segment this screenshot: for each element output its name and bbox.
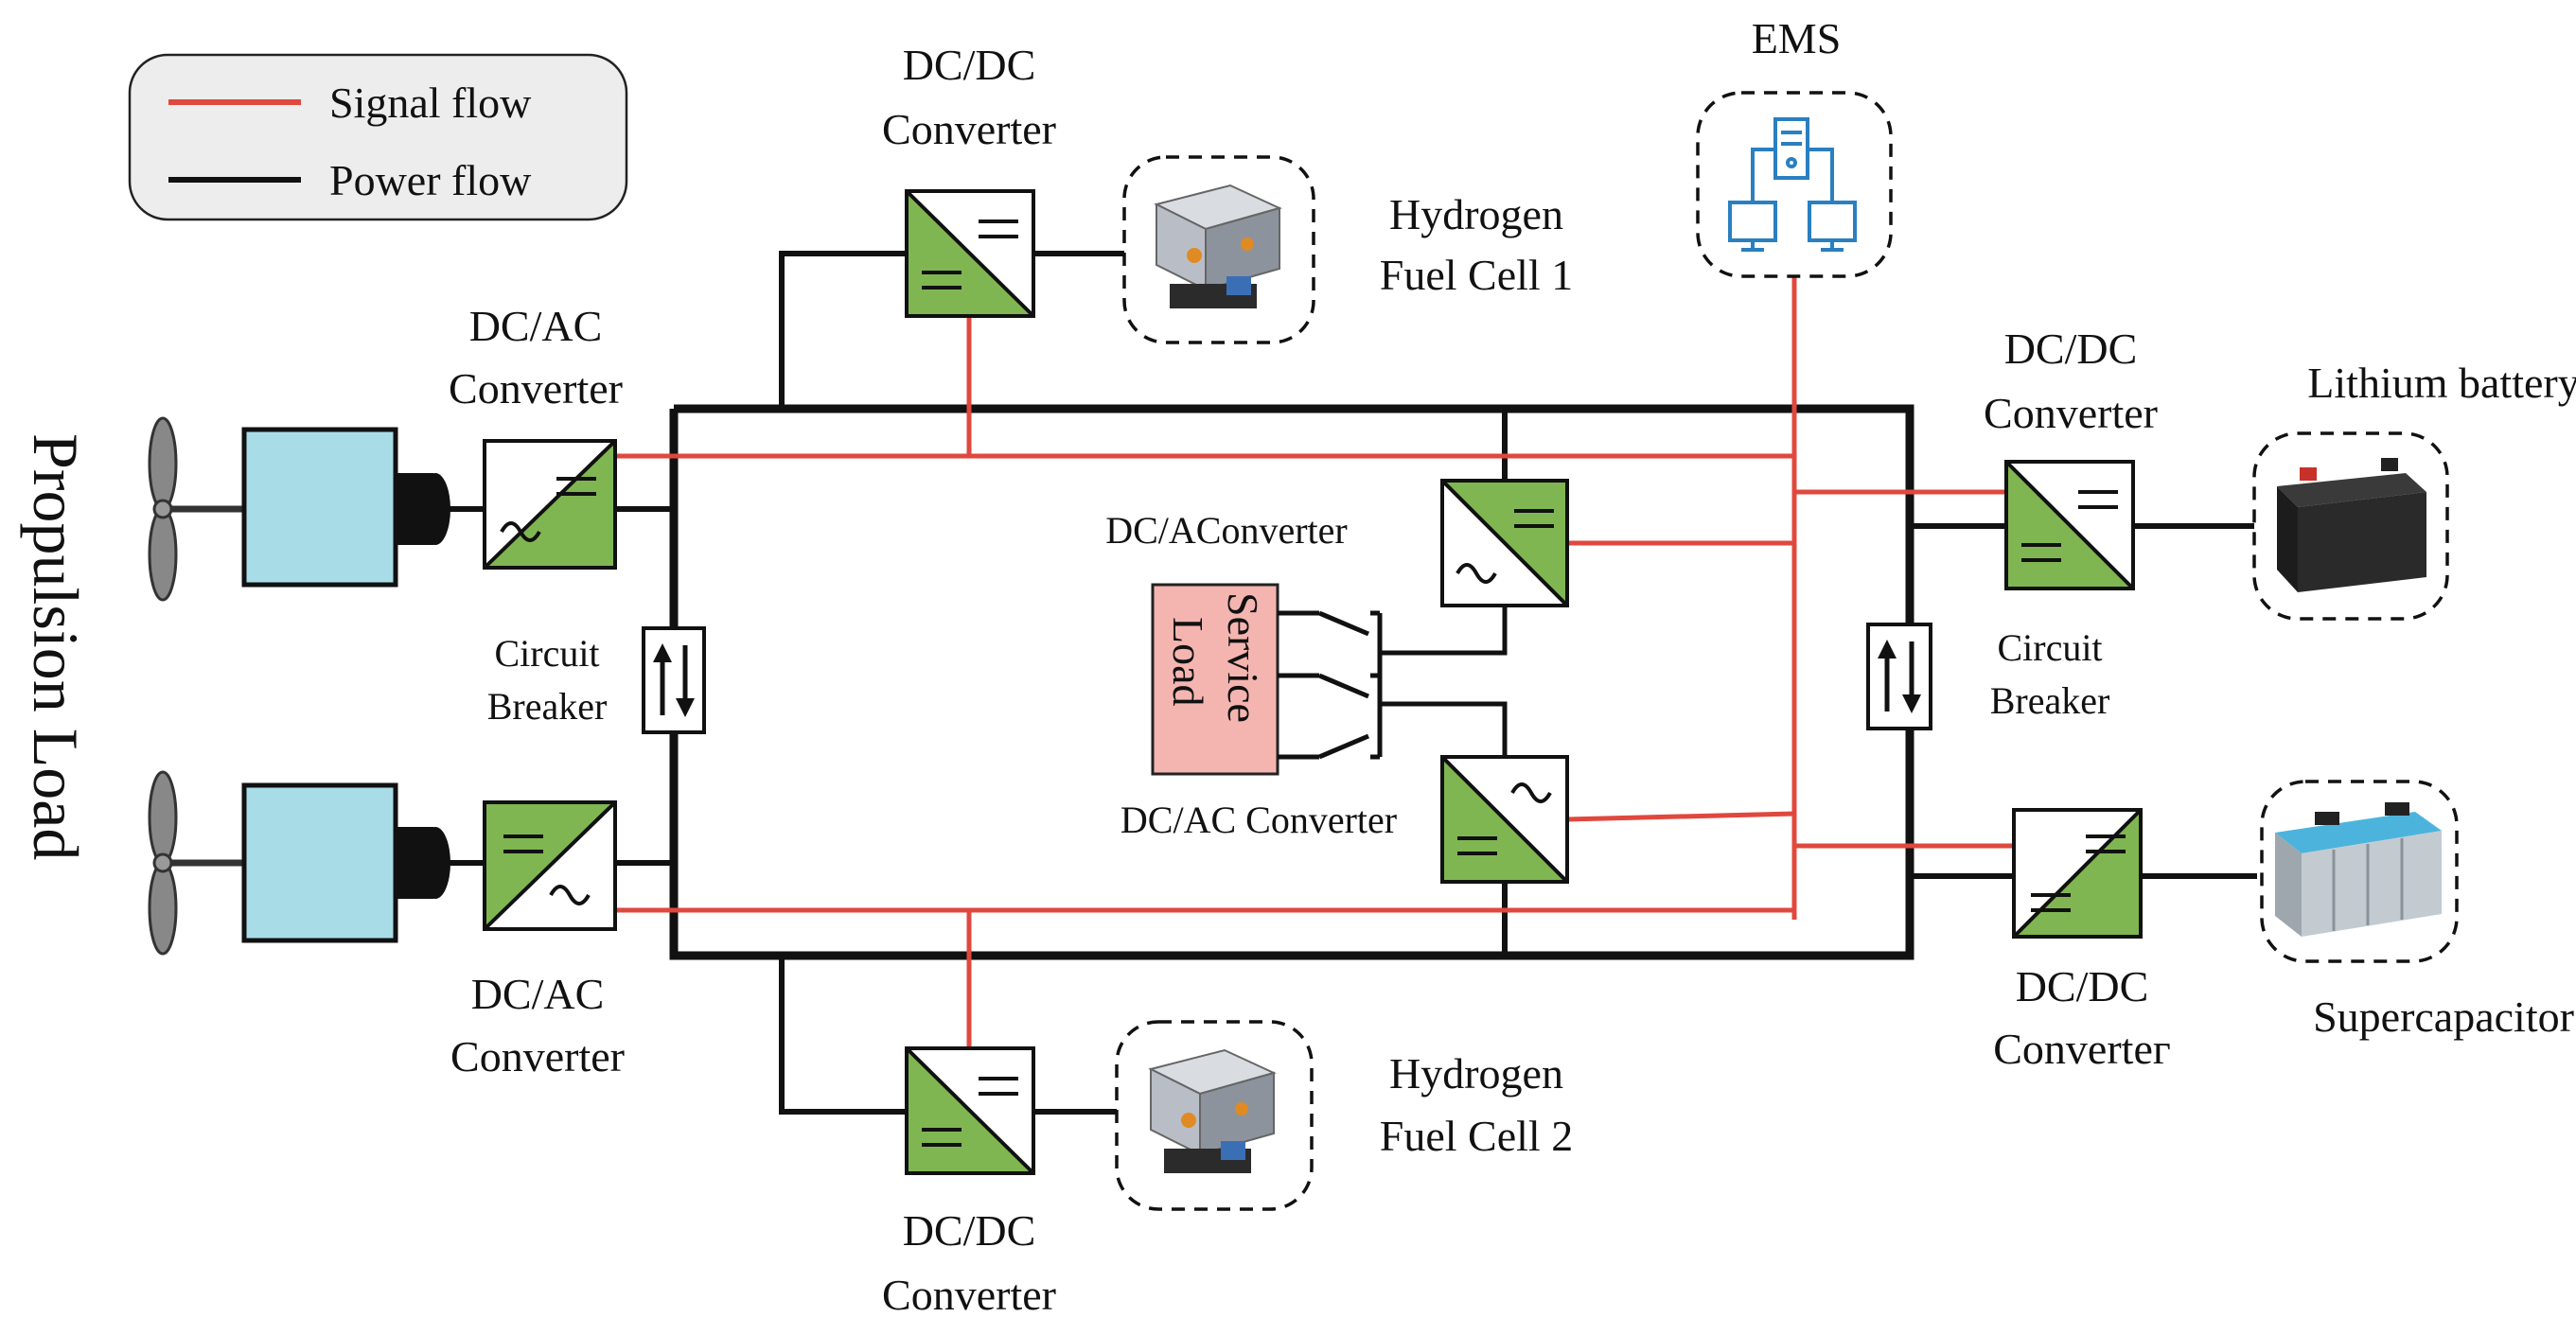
dcdc-fc2-label-line1: DC/DC (903, 1206, 1036, 1255)
bidirectional-arrows-icon (653, 643, 695, 717)
switch-upper-feed (1377, 606, 1508, 656)
fuel-cell-1-label-line2: Fuel Cell 1 (1380, 251, 1573, 299)
legend-signal-label: Signal flow (329, 79, 532, 127)
dcdc-fc1-label-line2: Converter (882, 105, 1056, 153)
dcdc-fc2-label-line2: Converter (882, 1271, 1056, 1319)
dcac-top-left-label-line2: Converter (449, 364, 623, 413)
dcdc-converter-battery (2004, 460, 2135, 590)
load-switches (1278, 606, 1508, 760)
battery-label: Lithium battery (2307, 359, 2576, 407)
component-labels: DC/AC Converter DC/AC Converter Circuit … (449, 14, 2576, 1319)
fuel-cell-1 (1122, 155, 1315, 344)
switch-lower-feed (1377, 701, 1508, 757)
service-load-line2: Load (1164, 617, 1212, 707)
dcdc-fc1-label-line1: DC/DC (903, 41, 1036, 89)
power-bus (445, 251, 2257, 1115)
breaker-left-label-line1: Circuit (494, 632, 599, 675)
bidirectional-arrows-icon (1878, 640, 1921, 713)
fuel-cell-icon (1154, 184, 1282, 308)
fuel-cell-1-label-line1: Hydrogen (1389, 190, 1563, 238)
dcac-converter-top-left (483, 439, 617, 570)
center-dcac-bottom-signal (1566, 811, 1795, 822)
legend-power-label: Power flow (329, 156, 532, 204)
switch-top (1278, 610, 1380, 637)
dcac-bottom-left-label-line2: Converter (450, 1032, 625, 1080)
battery-icon (2277, 458, 2426, 592)
fc2-bus-feeder (779, 956, 907, 1115)
computer-network-icon (1728, 117, 1857, 252)
circuit-breaker-left (642, 626, 706, 734)
fc1-bus-feeder (779, 251, 907, 409)
breaker-right-label-line1: Circuit (1997, 626, 2102, 669)
switch-middle (1278, 673, 1380, 699)
dcac-converter-center-bottom (1440, 755, 1569, 884)
dcac-center-top-label: DC/AConverter (1105, 509, 1348, 552)
dcac-bottom-left-label-line1: DC/AC (471, 970, 605, 1018)
dcdc-battery-label-line2: Converter (1984, 389, 2158, 437)
circuit-breaker-right (1866, 623, 1932, 730)
signal-lines (615, 180, 2014, 1048)
service-load: Service Load (1151, 583, 1279, 776)
fuel-cell-2-label-line2: Fuel Cell 2 (1380, 1112, 1573, 1160)
propeller-icon (148, 416, 244, 602)
ems-unit (1696, 91, 1893, 278)
dcdc-converter-fc1 (905, 189, 1035, 318)
dcac-converter-bottom-left (483, 800, 617, 931)
dcdc-converter-fc2 (905, 1046, 1035, 1175)
propulsion-load-title: Propulsion Load (20, 433, 92, 860)
dcdc-supercap-label-line2: Converteг (1993, 1025, 2170, 1073)
switch-bottom (1278, 733, 1380, 760)
motor-shaft-end (420, 827, 450, 899)
supercapacitor (2260, 780, 2459, 963)
service-load-block (1151, 583, 1279, 776)
legend: Signal flow Power flow (128, 53, 628, 221)
ems-label: EMS (1752, 14, 1842, 62)
dcac-center-bottom-label: DC/AC Converter (1120, 799, 1397, 841)
service-load-line1: Service (1219, 592, 1267, 723)
fuel-cell-2 (1115, 1020, 1314, 1211)
motor-shaft-end (420, 473, 450, 545)
supercap-label: Supercapacitor (2313, 992, 2574, 1041)
supercapacitor-icon (2275, 802, 2442, 937)
dcdc-supercap-label-line1: DC/DC (2016, 962, 2149, 1010)
dcdc-converter-supercap (2012, 808, 2143, 939)
breaker-left-label-line2: Breaker (487, 685, 608, 728)
dc-bus-loop (669, 404, 1914, 960)
dcac-top-left-label-line1: DC/AC (469, 302, 603, 350)
propulsion-unit-top (148, 416, 450, 602)
breaker-right-label-line2: Breaker (1990, 679, 2110, 722)
motor-block (241, 427, 398, 588)
motor-block (241, 782, 398, 943)
lithium-battery (2252, 431, 2449, 621)
dcac-converter-center-top (1440, 479, 1569, 607)
fuel-cell-2-label-line1: Hydrogen (1389, 1049, 1563, 1098)
dcdc-battery-label-line1: DC/DC (2004, 325, 2138, 373)
propulsion-unit-bottom (148, 770, 450, 956)
fuel-cell-icon (1148, 1048, 1277, 1173)
propeller-icon (148, 770, 244, 956)
